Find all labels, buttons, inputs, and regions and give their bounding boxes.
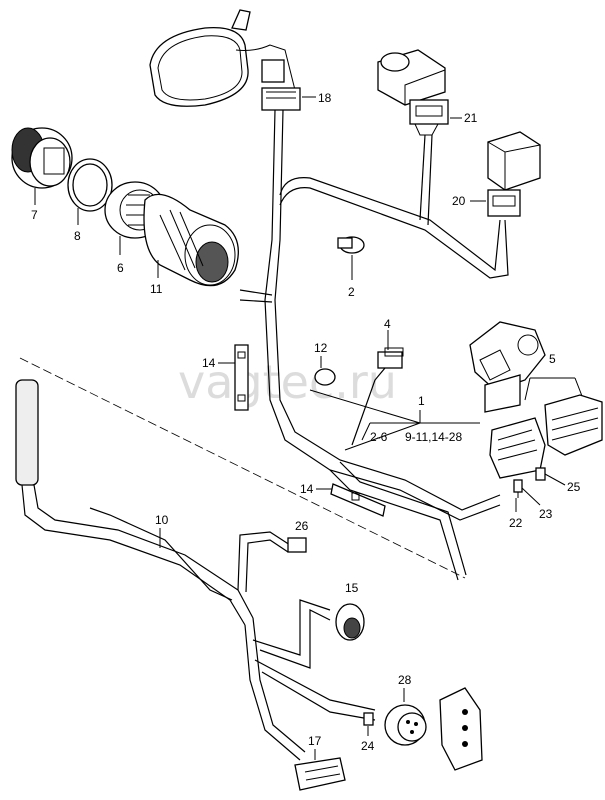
connector-4: [377, 347, 404, 369]
callout-26: 26: [295, 519, 309, 533]
callout-23: 23: [539, 507, 553, 521]
callout-18: 18: [318, 91, 332, 105]
callout-17: 17: [308, 734, 322, 748]
callout-4: 4: [384, 317, 391, 331]
terminal-25: [535, 467, 546, 481]
switch-housing-11: [143, 193, 239, 287]
callout-14-upper: 14: [202, 356, 216, 370]
callout-8: 8: [74, 229, 81, 243]
callout-1: 1: [418, 394, 425, 408]
bracket-14-upper: [234, 344, 249, 411]
relay-block: [487, 131, 541, 191]
callout-11: 11: [150, 282, 163, 296]
socket-block: [439, 687, 483, 771]
light-switch-knob-7: [11, 127, 73, 189]
callout-20: 20: [452, 194, 466, 208]
callout-6: 6: [117, 261, 124, 275]
callout-22: 22: [509, 516, 523, 530]
callout-15: 15: [345, 581, 359, 595]
callout-28: 28: [398, 673, 412, 687]
dashed-separation-line: [19, 357, 466, 579]
connector-21: [409, 99, 449, 136]
connector-17: [294, 757, 346, 791]
wiring-harness-main: [239, 109, 509, 581]
callout-24: 24: [361, 739, 375, 753]
connector-20: [487, 189, 521, 217]
harness-lower-10: [15, 379, 376, 761]
callout-21: 21: [464, 111, 478, 125]
callout-1-range-b: 9-11,14-28: [405, 430, 462, 444]
control-unit-5: [469, 321, 603, 479]
callout-10: 10: [155, 513, 169, 527]
callout-14-lower: 14: [300, 482, 314, 496]
connector-26: [287, 537, 307, 553]
connector-15: [335, 603, 365, 641]
callout-1-range-a: 2-6: [370, 430, 388, 444]
terminal-23: [513, 479, 523, 498]
connector-28: [384, 704, 427, 746]
cable-clip-2: [337, 236, 365, 254]
retaining-ring-8: [67, 158, 113, 212]
terminal-24: [363, 712, 374, 726]
connector-18: [261, 59, 301, 111]
switch-top-right: [377, 49, 446, 106]
callout-7: 7: [31, 208, 38, 222]
callout-12: 12: [314, 341, 328, 355]
watermark: vagtec.ru: [178, 355, 397, 409]
callout-5: 5: [549, 352, 556, 366]
side-mirror: [149, 9, 296, 107]
callout-25: 25: [567, 480, 581, 494]
bracket-14-lower: [330, 483, 386, 517]
callout-2: 2: [348, 285, 355, 299]
grommet-12: [314, 368, 336, 386]
